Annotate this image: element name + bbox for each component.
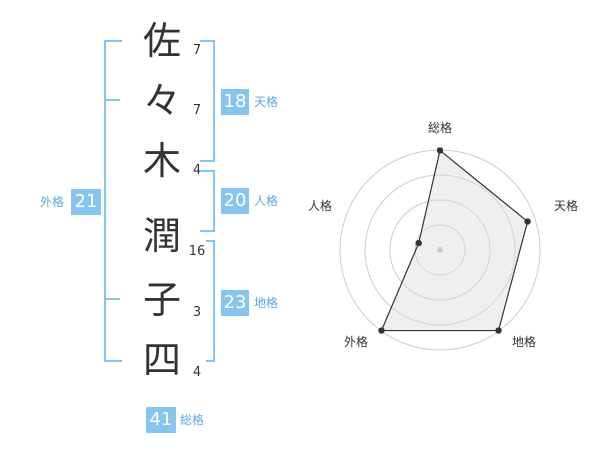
tenkaku-label: 天格: [254, 95, 279, 109]
chikaku-value: 23: [221, 290, 249, 316]
radar-center: [437, 247, 443, 253]
radar-axis-label-2: 天格: [554, 198, 578, 213]
radar-axis-label-3: 地格: [512, 334, 536, 349]
radar-ring-3: [364, 174, 516, 326]
soukaku-value: 41: [146, 407, 176, 433]
chikaku-bracket: [206, 240, 215, 362]
name-char-1: 佐: [142, 19, 181, 63]
name-char-6: 四: [142, 338, 181, 382]
radar-ring-2: [389, 199, 491, 301]
stroke-count-2: 7: [192, 103, 202, 118]
radar-polygon: [380, 149, 529, 332]
radar-axis-label-1: 総格: [428, 120, 452, 135]
stroke-count-4: 16: [188, 244, 206, 259]
gaikaku-bracket: [104, 40, 122, 362]
stroke-count-1: 7: [192, 43, 202, 58]
tenkaku-bracket: [200, 40, 215, 162]
jinkaku-value: 20: [221, 188, 249, 214]
soukaku-label: 総格: [180, 413, 205, 427]
jinkaku-bracket: [200, 170, 215, 232]
radar-ring-1: [414, 224, 466, 276]
name-char-3: 木: [142, 139, 181, 183]
radar-point-5: [415, 239, 422, 247]
jinkaku-label: 人格: [254, 194, 279, 208]
tenkaku-value: 18: [221, 89, 249, 115]
chikaku-label: 地格: [254, 296, 279, 310]
gaikaku-tick-1: [104, 99, 120, 101]
radar-point-1: [436, 147, 444, 154]
gaikaku-value: 21: [71, 189, 101, 215]
radar-point-4: [378, 327, 385, 334]
radar-point-3: [495, 327, 502, 334]
radar-axis-label-5: 人格: [308, 198, 332, 213]
stroke-count-3: 4: [192, 163, 202, 178]
gaikaku-label: 外格: [40, 195, 65, 209]
stroke-count-5: 3: [192, 305, 202, 320]
gaikaku-tick-2: [104, 298, 120, 300]
name-char-2: 々: [142, 79, 181, 123]
radar-point-2: [524, 218, 531, 225]
radar-axis-label-4: 外格: [344, 334, 368, 349]
stroke-count-6: 4: [192, 365, 202, 380]
name-char-5: 子: [142, 278, 181, 322]
name-char-4: 潤: [142, 214, 181, 258]
